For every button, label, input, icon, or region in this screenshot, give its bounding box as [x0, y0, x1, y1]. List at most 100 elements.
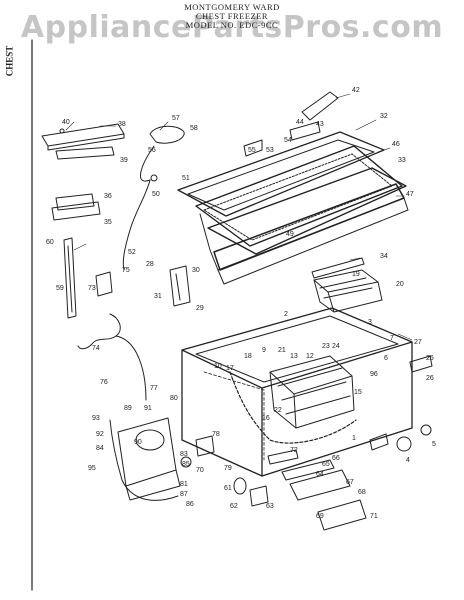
- callout-number: 18: [244, 353, 252, 360]
- callout-number: 29: [196, 305, 204, 312]
- callout-number: 61: [224, 485, 232, 492]
- callout-number: 95: [88, 465, 96, 472]
- callout-number: 53: [266, 147, 274, 154]
- callout-number: 22: [274, 407, 282, 414]
- callout-number: 90: [134, 439, 142, 446]
- callout-number: 35: [104, 219, 112, 226]
- callout-number: 85: [182, 461, 190, 468]
- callout-number: 39: [120, 157, 128, 164]
- callout-number: 15: [354, 389, 362, 396]
- callout-number: 9: [262, 347, 266, 354]
- callout-number: 33: [398, 157, 406, 164]
- callout-number: 77: [150, 385, 158, 392]
- callout-number: 47: [406, 191, 414, 198]
- callout-number: 62: [230, 503, 238, 510]
- callout-number: 10: [214, 363, 222, 370]
- callout-number: 4: [406, 457, 410, 464]
- callout-number: 83: [180, 451, 188, 458]
- callout-number: 17: [226, 365, 234, 372]
- callout-number: 72: [290, 447, 298, 454]
- callout-number: 89: [124, 405, 132, 412]
- header-product: CHEST FREEZER: [195, 11, 269, 21]
- callout-number: 38: [118, 121, 126, 128]
- bottom-service-parts: [233, 449, 367, 531]
- callout-number: 78: [212, 431, 220, 438]
- callout-number: 54: [284, 137, 292, 144]
- callout-number: 46: [392, 141, 400, 148]
- part-thermostat-knob-group: [41, 123, 125, 221]
- callout-number: 96: [370, 371, 378, 378]
- top-wire-basket: [311, 257, 383, 313]
- callout-number: 91: [144, 405, 152, 412]
- lid-assembly: [177, 131, 409, 285]
- right-side-parts: [369, 355, 433, 452]
- callout-number: 19: [352, 271, 360, 278]
- callout-number: 60: [46, 239, 54, 246]
- callout-number: 87: [180, 491, 188, 498]
- callout-number: 58: [190, 125, 198, 132]
- callout-number: 5: [432, 441, 436, 448]
- header-brand: MONTGOMERY WARD: [184, 2, 280, 12]
- callout-number: 84: [96, 445, 104, 452]
- callout-number: 28: [146, 261, 154, 268]
- inner-basket: [229, 355, 357, 444]
- callout-number: 30: [192, 267, 200, 274]
- cord-and-hinge-parts: [122, 91, 339, 271]
- callout-number: 6: [384, 355, 388, 362]
- callout-number: 75: [122, 267, 130, 274]
- callout-number: 63: [266, 503, 274, 510]
- callout-number: 25: [426, 355, 434, 362]
- callout-number: 67: [346, 479, 354, 486]
- callout-number: 23: [322, 343, 330, 350]
- callout-number: 36: [104, 193, 112, 200]
- callout-number: 69: [316, 513, 324, 520]
- callout-number: 74: [92, 345, 100, 352]
- callout-number: 1: [352, 435, 356, 442]
- callout-number: 59: [56, 285, 64, 292]
- callout-number: 70: [196, 467, 204, 474]
- callout-number: 79: [224, 465, 232, 472]
- callout-number: 51: [182, 175, 190, 182]
- callout-number: 40: [62, 119, 70, 126]
- callout-number: 68: [358, 489, 366, 496]
- callout-number: 21: [278, 347, 286, 354]
- watermark: AppliancePartsPros.com: [20, 10, 444, 45]
- callout-number: 49: [286, 231, 294, 238]
- callout-number: 55: [248, 147, 256, 154]
- callout-number: 93: [92, 415, 100, 422]
- callout-number: 56: [148, 147, 156, 154]
- lid-hinge: [169, 265, 191, 307]
- callout-number: 80: [170, 395, 178, 402]
- callout-number: 71: [370, 513, 378, 520]
- callout-number: 92: [96, 431, 104, 438]
- callout-number: 12: [306, 353, 314, 360]
- switch-and-cord: [77, 271, 147, 401]
- callout-number: 44: [296, 119, 304, 126]
- callout-number: 81: [180, 481, 188, 488]
- callout-number: 76: [100, 379, 108, 386]
- header-model: MODEL NO. EDC-9CC: [185, 20, 279, 30]
- callout-number: 52: [128, 249, 136, 256]
- callout-number: 3: [368, 319, 372, 326]
- callout-number: 34: [380, 253, 388, 260]
- callout-number: 66: [332, 455, 340, 462]
- callout-number: 26: [426, 375, 434, 382]
- callout-number: 64: [316, 471, 324, 478]
- callout-number: 50: [152, 191, 160, 198]
- compressor-and-controls: [109, 417, 215, 501]
- callout-number: 13: [290, 353, 298, 360]
- callout-number: 32: [380, 113, 388, 120]
- callout-number: 86: [186, 501, 194, 508]
- callout-number: 65: [322, 461, 330, 468]
- callout-number: 42: [352, 87, 360, 94]
- callout-number: 27: [414, 339, 422, 346]
- callout-number: 31: [154, 293, 162, 300]
- leader-lines: [65, 93, 413, 341]
- callout-number: 43: [316, 121, 324, 128]
- callout-number: 20: [396, 281, 404, 288]
- callout-number: 7: [390, 335, 394, 342]
- callout-number: 73: [88, 285, 96, 292]
- side-trim-strip: [63, 237, 77, 319]
